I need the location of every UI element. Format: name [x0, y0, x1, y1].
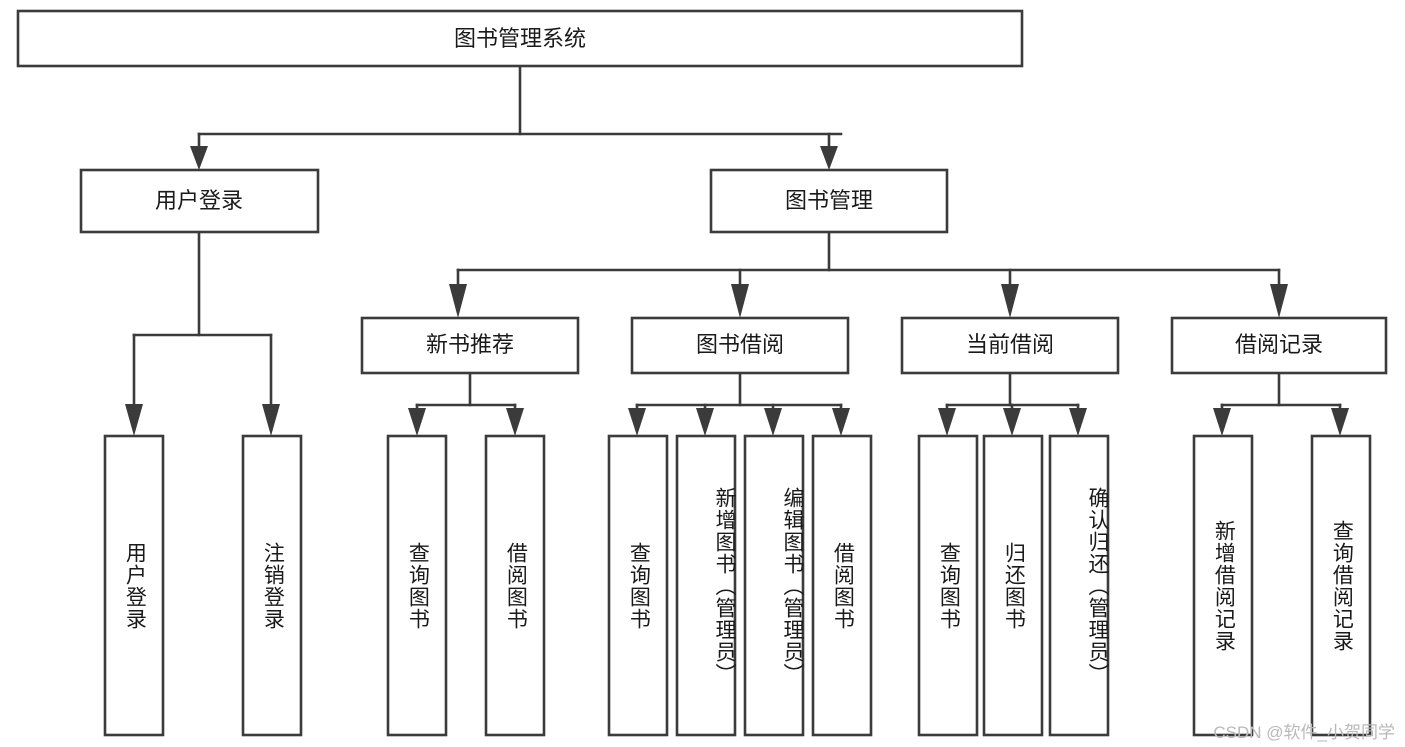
node-book-borrow-label: 图书借阅 — [696, 332, 784, 357]
arrowhead-leaf-query-book-bor — [628, 408, 646, 436]
node-leaf-edit-book-box[interactable] — [743, 434, 805, 737]
node-leaf-add-book-box[interactable] — [675, 434, 737, 737]
watermark: CSDN @软件_小贺同学 — [1213, 723, 1395, 742]
node-user-login-box[interactable] — [79, 168, 320, 234]
node-borrow-records-box[interactable] — [1170, 316, 1388, 375]
arrowhead-new-book-recommend — [449, 284, 467, 318]
arrowhead-book-manage — [820, 146, 838, 170]
connector-layer — [125, 64, 1349, 436]
arrowhead-leaf-return-book — [1003, 408, 1021, 436]
leaf-layer — [103, 434, 1372, 737]
node-new-book-recommend-box[interactable] — [360, 316, 580, 375]
node-book-borrow-box[interactable] — [630, 316, 850, 375]
node-book-manage[interactable]: 图书管理 — [709, 168, 949, 234]
node-current-borrow-box[interactable] — [900, 316, 1120, 375]
node-current-borrow-label: 当前借阅 — [966, 332, 1054, 357]
node-leaf-logout-box[interactable] — [241, 434, 303, 737]
node-user-login[interactable]: 用户登录 — [79, 168, 320, 234]
node-book-borrow[interactable]: 图书借阅 — [630, 316, 850, 375]
arrowhead-leaf-add-record — [1213, 408, 1231, 436]
node-leaf-borrow-book-rec-box[interactable] — [484, 434, 546, 737]
node-leaf-return-book-box[interactable] — [982, 434, 1044, 737]
node-borrow-records-label: 借阅记录 — [1235, 332, 1323, 357]
arrowhead-leaf-confirm-return — [1069, 408, 1087, 436]
arrowhead-borrow-records — [1270, 284, 1288, 318]
node-root[interactable]: 图书管理系统 — [16, 9, 1024, 68]
node-book-manage-label: 图书管理 — [785, 188, 873, 213]
arrowhead-leaf-query-record — [1331, 408, 1349, 436]
node-book-manage-box[interactable] — [709, 168, 949, 234]
node-leaf-query-record-box[interactable] — [1310, 434, 1372, 737]
node-user-login-label: 用户登录 — [155, 188, 243, 213]
node-leaf-borrow-book-box[interactable] — [811, 434, 873, 737]
node-borrow-records[interactable]: 借阅记录 — [1170, 316, 1388, 375]
node-root-label: 图书管理系统 — [454, 26, 586, 51]
node-leaf-confirm-return-box[interactable] — [1048, 434, 1110, 737]
arrowhead-leaf-borrow-book-rec — [506, 408, 524, 436]
node-new-book-recommend-label: 新书推荐 — [426, 332, 514, 357]
node-leaf-add-record-box[interactable] — [1192, 434, 1254, 737]
arrowhead-book-borrow — [731, 284, 749, 318]
arrowhead-user-login — [190, 146, 208, 170]
arrowhead-leaf-edit-book — [764, 408, 782, 436]
arrowhead-current-borrow — [1001, 284, 1019, 318]
node-leaf-user-login-box[interactable] — [103, 434, 165, 737]
node-leaf-query-book-cur-box[interactable] — [917, 434, 979, 737]
arrowhead-leaf-query-book-rec — [408, 408, 426, 436]
arrowhead-leaf-user-login — [125, 404, 143, 436]
node-new-book-recommend[interactable]: 新书推荐 — [360, 316, 580, 375]
node-current-borrow[interactable]: 当前借阅 — [900, 316, 1120, 375]
node-leaf-query-book-rec-box[interactable] — [386, 434, 448, 737]
node-leaf-query-book-bor-box[interactable] — [607, 434, 669, 737]
arrowhead-leaf-add-book — [696, 408, 714, 436]
arrowhead-leaf-logout — [262, 404, 280, 436]
arrowhead-leaf-query-book-cur — [938, 408, 956, 436]
node-root-box[interactable] — [16, 9, 1024, 68]
arrowhead-leaf-borrow-book — [832, 408, 850, 436]
